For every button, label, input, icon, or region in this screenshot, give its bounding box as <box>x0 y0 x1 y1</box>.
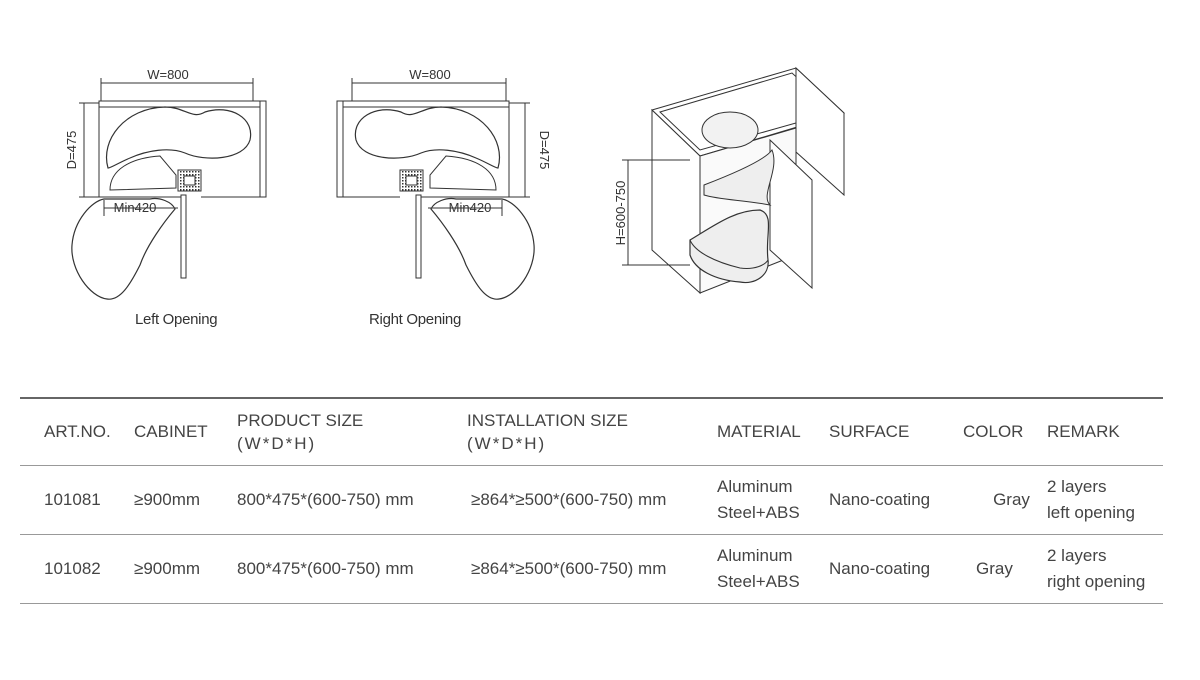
cell-cabinet: ≥900mm <box>134 489 201 509</box>
cell-remark-line2: left opening <box>1047 502 1135 522</box>
cell-product-size: 800*475*(600-750) mm <box>237 489 414 509</box>
cell-remark-line1: 2 layers <box>1047 545 1107 565</box>
cell-cabinet: ≥900mm <box>134 558 201 578</box>
header-installation-size-sub: (W*D*H) <box>467 433 547 453</box>
cell-remark: 2 layers left opening <box>1047 465 1163 534</box>
cell-material-line2: Steel+ABS <box>717 571 800 591</box>
cell-material: Aluminum Steel+ABS <box>717 534 829 603</box>
left-opening-caption: Left Opening <box>135 311 218 328</box>
table-row: 101081 ≥900mm 800*475*(600-750) mm ≥864*… <box>20 465 1163 534</box>
left-opening-plan: W=800 D=475 Min420 <box>64 67 267 300</box>
header-art: ART.NO. <box>44 421 111 441</box>
left-depth-label: D=475 <box>64 131 79 170</box>
header-color: COLOR <box>963 421 1024 441</box>
cell-product-size: 800*475*(600-750) mm <box>237 558 414 578</box>
cell-surface: Nano-coating <box>829 489 931 509</box>
cell-material-line1: Aluminum <box>717 476 793 496</box>
header-cabinet: CABINET <box>134 421 208 441</box>
header-surface: SURFACE <box>829 421 910 441</box>
cell-art: 101082 <box>44 558 101 578</box>
cell-remark: 2 layers right opening <box>1047 534 1163 603</box>
left-width-label: W=800 <box>147 67 189 82</box>
cell-color: Gray <box>976 558 1013 578</box>
header-installation-size-label: INSTALLATION SIZE <box>467 410 628 430</box>
cell-installation-size: ≥864*≥500*(600-750) mm <box>471 558 667 578</box>
cabinet-3d-view <box>622 66 845 295</box>
cell-surface: Nano-coating <box>829 558 931 578</box>
cell-remark-line1: 2 layers <box>1047 476 1107 496</box>
header-installation-size: INSTALLATION SIZE (W*D*H) <box>467 398 717 465</box>
cell-remark-line2: right opening <box>1047 571 1146 591</box>
header-product-size-sub: (W*D*H) <box>237 433 317 453</box>
cell-art: 101081 <box>44 489 101 509</box>
header-remark: REMARK <box>1047 421 1120 441</box>
cell-color: Gray <box>993 489 1030 509</box>
cabinet-height-label: H=600-750 <box>613 181 628 246</box>
header-material: MATERIAL <box>717 421 801 441</box>
right-opening-plan: W=800 D=475 Min420 <box>336 67 552 300</box>
spec-table: ART.NO. CABINET PRODUCT SIZE (W*D*H) INS… <box>20 397 1163 604</box>
header-product-size: PRODUCT SIZE (W*D*H) <box>237 398 467 465</box>
cell-material-line1: Aluminum <box>717 545 793 565</box>
table-header-row: ART.NO. CABINET PRODUCT SIZE (W*D*H) INS… <box>20 398 1163 465</box>
header-product-size-label: PRODUCT SIZE <box>237 410 364 430</box>
left-min-label: Min420 <box>114 200 157 215</box>
cell-material: Aluminum Steel+ABS <box>717 465 829 534</box>
cell-material-line2: Steel+ABS <box>717 502 800 522</box>
cell-installation-size: ≥864*≥500*(600-750) mm <box>471 489 667 509</box>
table-row: 101082 ≥900mm 800*475*(600-750) mm ≥864*… <box>20 534 1163 603</box>
right-min-label: Min420 <box>449 200 492 215</box>
right-depth-label: D=475 <box>537 131 552 170</box>
technical-drawings: W=800 D=475 Min420 W=800 <box>64 66 845 300</box>
right-width-label: W=800 <box>409 67 451 82</box>
right-opening-caption: Right Opening <box>369 311 461 328</box>
